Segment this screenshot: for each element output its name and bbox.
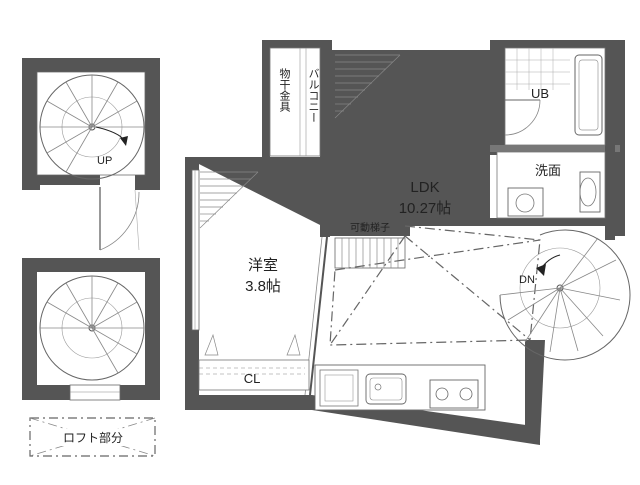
movable-ladder-label: 可動梯子: [350, 221, 390, 234]
stairs-down-label: DN: [519, 274, 535, 286]
loft-outline: [329, 225, 541, 346]
spiral-stair-up: [39, 74, 145, 180]
loft-legend: ロフト部分: [29, 417, 156, 457]
window-left: [191, 169, 200, 331]
ldk-room-name: LDK: [410, 179, 439, 196]
main-plan: バルコニー 物干金具: [185, 40, 631, 445]
western-room-area: 3.8帖: [245, 278, 281, 295]
unit-bath: UB: [504, 47, 606, 146]
door-swing-upper: [99, 187, 140, 251]
washroom-label: 洗面: [535, 163, 561, 178]
balcony: バルコニー 物干金具: [269, 47, 321, 157]
stair-hatching-top: [334, 54, 401, 119]
stair-box-lower: [22, 258, 160, 401]
spiral-stair-down: [499, 229, 631, 361]
washroom: 洗面: [496, 151, 606, 219]
closet: CL: [198, 333, 310, 391]
ldk-room-area: 10.27帖: [399, 200, 452, 217]
room-hatching: [199, 171, 259, 229]
unit-bath-label: UB: [531, 86, 549, 101]
storage-label: 物干金具: [278, 67, 291, 112]
balcony-label: バルコニー: [307, 68, 320, 123]
stairs-up-label: UP: [97, 155, 112, 167]
spiral-stair-lower: [39, 275, 145, 381]
closet-label: CL: [244, 371, 261, 386]
loft-legend-label: ロフト部分: [63, 430, 123, 445]
western-room-name: 洋室: [248, 257, 278, 274]
stair-box-upper: UP: [22, 58, 160, 251]
kitchen: [314, 364, 486, 411]
